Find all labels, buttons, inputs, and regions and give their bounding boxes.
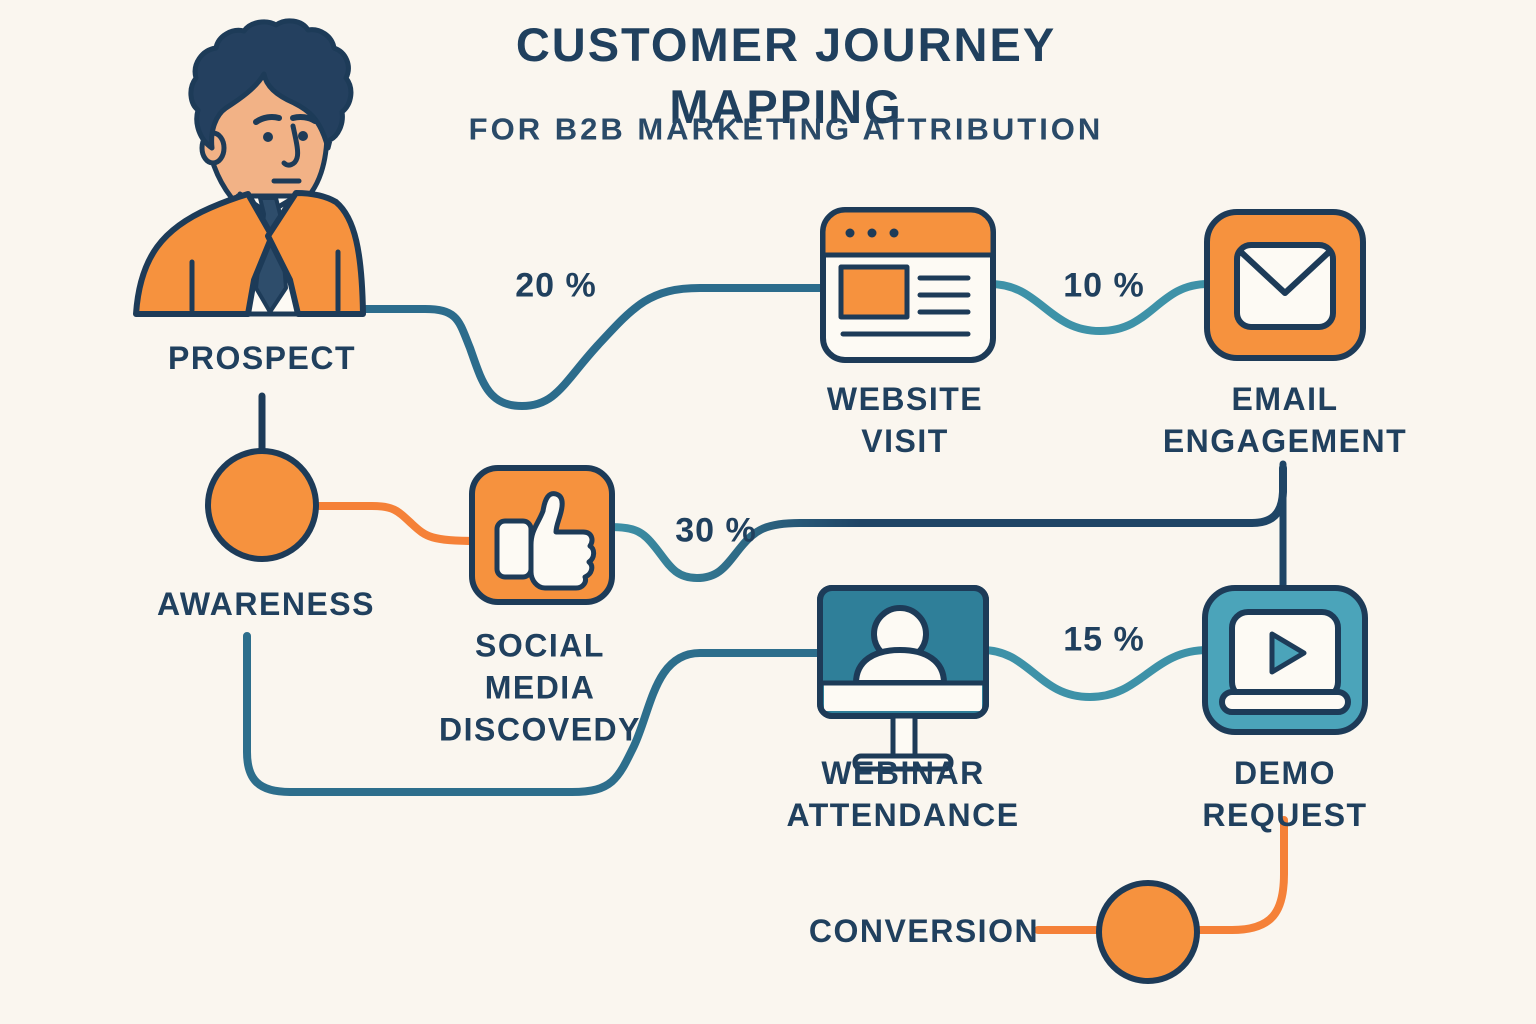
conversion-node-circle	[1096, 880, 1200, 984]
envelope-flap	[1239, 250, 1331, 296]
page-subtitle: FOR B2B MARKETING ATTRIBUTION	[468, 111, 1104, 147]
connector-prospect-website	[359, 284, 832, 411]
thumbs-up-icon	[528, 491, 597, 591]
percent-social-demo: 30 %	[675, 511, 757, 550]
prospect-eyebrow-left	[253, 114, 282, 125]
attendee-body	[853, 647, 947, 686]
label-webinar: WEBINAR ATTENDANCE	[786, 754, 1020, 833]
connector-webinar-demo	[978, 646, 1212, 702]
percent-website-email: 10 %	[1063, 266, 1145, 305]
percent-webinar-demo: 15 %	[1063, 620, 1145, 659]
browser-image-block	[838, 264, 910, 320]
label-prospect: PROSPECT	[167, 339, 357, 376]
prospect-eyebrow-right	[290, 114, 318, 124]
monitor-bottom-band	[824, 683, 982, 711]
prospect-hair	[188, 18, 354, 151]
prospect-nose	[281, 123, 301, 168]
page-title: CUSTOMER JOURNEY MAPPING	[515, 17, 1057, 133]
prospect-jacket-left	[133, 191, 275, 317]
connector-awareness-social	[313, 502, 480, 545]
laptop-base	[1219, 689, 1351, 715]
demo-request-icon	[1202, 585, 1368, 735]
email-engagement-icon	[1204, 209, 1366, 361]
envelope-icon	[1234, 242, 1336, 330]
monitor-base	[852, 753, 954, 772]
prospect-illustration	[133, 18, 366, 317]
label-email-engagement: EMAIL ENGAGEMENT	[1162, 380, 1408, 459]
percent-prospect-website: 20 %	[515, 266, 597, 305]
prospect-eye-left	[263, 132, 273, 142]
label-social-media: SOCIAL MEDIA DISCOVEDY	[439, 627, 641, 749]
browser-dot-2	[867, 228, 877, 238]
connector-website-email	[986, 280, 1212, 336]
browser-header-bar	[820, 207, 996, 258]
thumbs-up-wrist	[494, 518, 534, 580]
connector-social-to-demo-junction	[606, 464, 1287, 583]
browser-dot-3	[889, 228, 899, 238]
website-visit-icon	[820, 207, 996, 363]
label-website-visit: WEBSITE VISIT	[826, 380, 984, 459]
connector-demo-conversion	[1034, 816, 1288, 934]
label-demo-request: DEMO REQUEST	[1202, 754, 1368, 833]
webinar-attendance-icon	[817, 585, 989, 772]
social-media-icon	[469, 465, 615, 605]
label-conversion: CONVERSION	[808, 912, 1040, 949]
browser-dot-1	[845, 228, 855, 238]
connector-awareness-webinar	[243, 632, 828, 796]
prospect-eye-right	[298, 131, 308, 141]
label-awareness: AWARENESS	[157, 585, 375, 622]
awareness-node-circle	[205, 448, 319, 562]
play-icon	[1269, 631, 1307, 675]
